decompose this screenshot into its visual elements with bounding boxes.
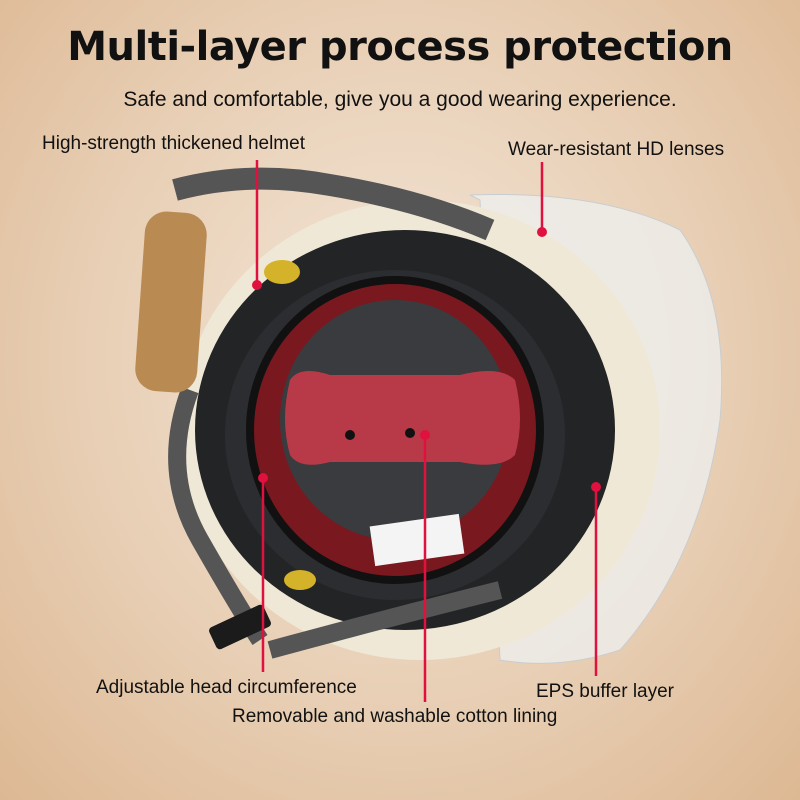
callout-dot	[258, 473, 268, 483]
callout-dot	[252, 280, 262, 290]
callout-cotton-lining: Removable and washable cotton lining	[232, 706, 558, 727]
callout-helmet: High-strength thickened helmet	[42, 133, 305, 154]
cotton-lining-pad	[285, 371, 520, 465]
buckle	[209, 604, 271, 650]
callout-dot	[537, 227, 547, 237]
strap	[172, 167, 495, 241]
callout-head-circumference: Adjustable head circumference	[96, 677, 357, 698]
page-subtitle: Safe and comfortable, give you a good we…	[123, 88, 677, 111]
strap	[267, 581, 503, 659]
chin-pad	[135, 211, 207, 393]
callout-dot	[591, 482, 601, 492]
callout-lenses: Wear-resistant HD lenses	[508, 139, 725, 160]
label-sticker	[369, 513, 465, 567]
callout-dot	[420, 430, 430, 440]
page-title: Multi-layer process protection	[67, 24, 733, 70]
callout-eps-layer: EPS buffer layer	[536, 681, 675, 702]
